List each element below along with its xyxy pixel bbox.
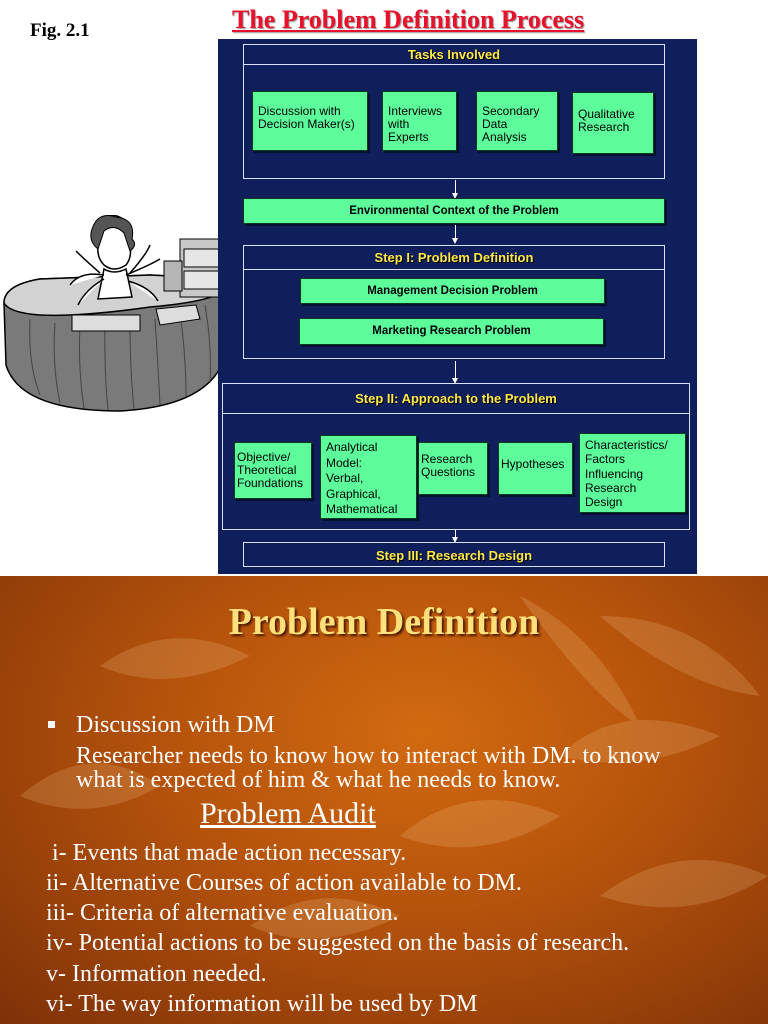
problem-audit-title: Problem Audit xyxy=(200,797,376,830)
process-diagram: Tasks Involved Discussion with Decision … xyxy=(218,39,697,574)
task-secondary-data: Secondary Data Analysis xyxy=(476,91,558,151)
bullet-discussion: Discussion with DM xyxy=(76,712,275,738)
figure-label: Fig. 2.1 xyxy=(30,20,90,41)
audit-item-3: iii- Criteria of alternative evaluation. xyxy=(46,900,399,926)
bullet-text-line2: what is expected of him & what he needs … xyxy=(76,767,561,793)
bullet-square-icon xyxy=(48,721,55,728)
management-decision-problem: Management Decision Problem xyxy=(300,278,605,304)
step2-frame: Step II: Approach to the Problem xyxy=(222,383,690,530)
task-interviews: Interviews with Experts xyxy=(382,91,457,151)
audit-item-6: vi- The way information will be used by … xyxy=(46,991,478,1017)
analytical-model: Analytical Model: Verbal, Graphical, Mat… xyxy=(320,435,417,519)
task-discussion: Discussion with Decision Maker(s) xyxy=(252,91,368,151)
step2-header: Step II: Approach to the Problem xyxy=(223,384,689,414)
arrow-2 xyxy=(452,225,458,244)
step1-frame: Step I: Problem Definition xyxy=(243,245,665,359)
audit-item-2: ii- Alternative Courses of action availa… xyxy=(46,870,522,896)
problem-definition-slide: Problem Definition Discussion with DM Re… xyxy=(0,576,768,1024)
arrow-4 xyxy=(452,530,458,543)
slide-title: Problem Definition xyxy=(228,601,540,643)
arrow-1 xyxy=(452,180,458,199)
hypotheses: Hypotheses xyxy=(498,442,573,495)
tasks-header: Tasks Involved xyxy=(244,45,664,65)
research-design-factors: Characteristics/ Factors Influencing Res… xyxy=(579,433,686,513)
tasks-frame: Tasks Involved xyxy=(243,44,665,179)
audit-item-4: iv- Potential actions to be suggested on… xyxy=(46,930,630,956)
audit-item-1: i- Events that made action necessary. xyxy=(46,840,407,866)
arrow-3 xyxy=(452,361,458,384)
step3-header: Step III: Research Design xyxy=(243,542,665,567)
marketing-research-problem: Marketing Research Problem xyxy=(299,318,604,345)
audit-item-5: v- Information needed. xyxy=(46,961,267,987)
bullet-text-line1: Researcher needs to know how to interact… xyxy=(76,743,661,769)
leaf-pattern-background xyxy=(20,596,768,939)
objective-theoretical-foundations: Objective/ Theoretical Foundations xyxy=(234,442,312,499)
research-questions: Research Questions xyxy=(418,442,488,495)
step1-header: Step I: Problem Definition xyxy=(244,246,664,270)
environmental-context: Environmental Context of the Problem xyxy=(243,198,665,224)
busy-worker-illustration xyxy=(3,215,230,412)
page-title: The Problem Definition Process xyxy=(232,5,585,34)
task-qualitative: Qualitative Research xyxy=(572,92,654,154)
